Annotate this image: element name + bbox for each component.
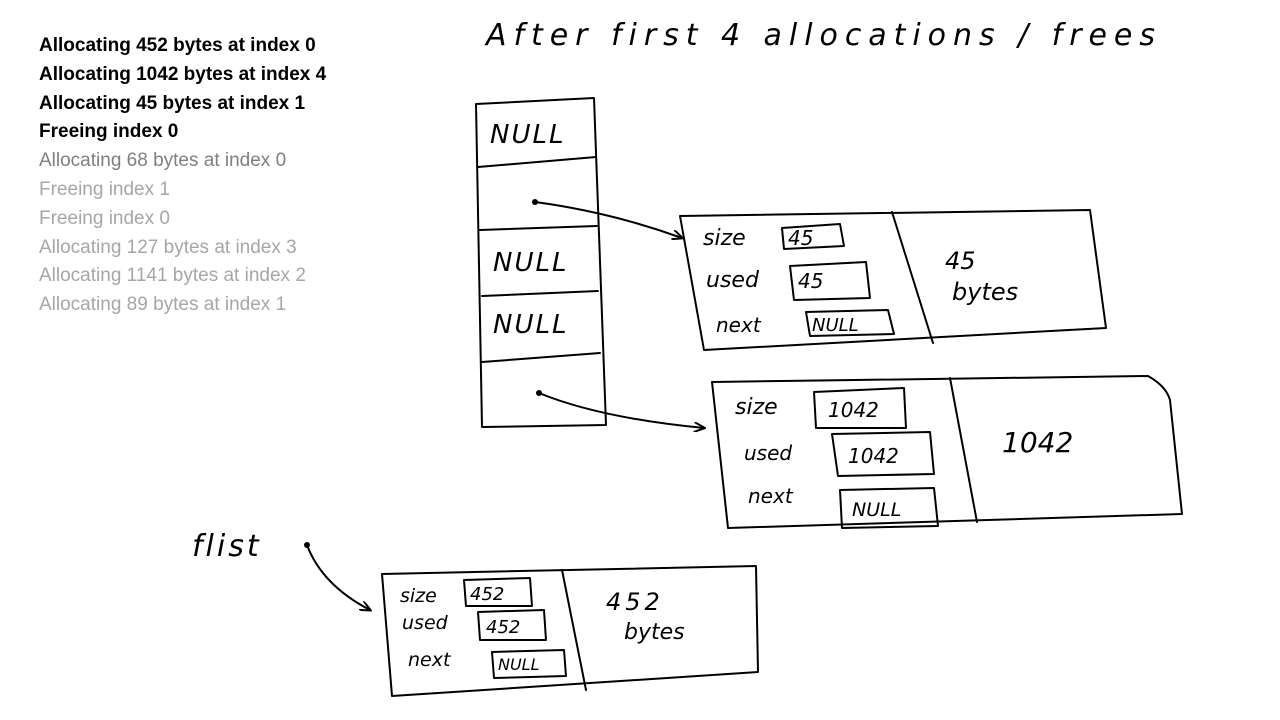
payload-size: 45 bbox=[945, 247, 976, 275]
operation-item: Freeing index 1 bbox=[39, 178, 170, 200]
flist-label: flist bbox=[192, 529, 262, 564]
next-value: NULL bbox=[498, 655, 540, 674]
operation-item: Allocating 68 bytes at index 0 bbox=[39, 150, 287, 172]
memory-block-45: size 45 used 45 next NULL 45 bytes bbox=[679, 209, 1107, 351]
next-label: next bbox=[408, 649, 452, 671]
operation-item: Allocating 1141 bytes at index 2 bbox=[39, 265, 306, 287]
memory-block-452: size 452 used 452 next NULL 452 bytes bbox=[381, 565, 759, 697]
used-value: 45 bbox=[798, 269, 823, 293]
operation-item: Allocating 45 bytes at index 1 bbox=[39, 92, 306, 114]
operation-item: Allocating 89 bytes at index 1 bbox=[39, 294, 287, 316]
array-cell-3: NULL bbox=[493, 310, 568, 340]
pointer-array: NULL NULL NULL bbox=[475, 97, 607, 428]
payload-size: 452 bbox=[606, 588, 664, 616]
payload-unit: bytes bbox=[624, 620, 685, 645]
operation-item: Allocating 127 bytes at index 3 bbox=[39, 236, 297, 258]
operation-item: Allocating 1042 bytes at index 4 bbox=[39, 63, 327, 85]
size-value: 1042 bbox=[828, 398, 879, 422]
payload-size: 1042 bbox=[1002, 426, 1073, 459]
diagram-title: After first 4 allocations / frees bbox=[484, 18, 1158, 53]
next-value: NULL bbox=[812, 315, 859, 336]
used-label: used bbox=[402, 612, 449, 634]
array-cell-0: NULL bbox=[490, 120, 565, 150]
used-value: 1042 bbox=[848, 444, 899, 468]
used-label: used bbox=[744, 441, 792, 465]
size-label: size bbox=[735, 395, 778, 420]
next-label: next bbox=[748, 484, 794, 508]
used-label: used bbox=[706, 268, 760, 293]
memory-block-1042: size 1042 used 1042 next NULL 1042 bbox=[711, 375, 1183, 529]
payload-unit: bytes bbox=[952, 278, 1018, 306]
size-label: size bbox=[703, 226, 746, 251]
pointer-arrow-index-1 bbox=[534, 201, 682, 238]
array-cell-2: NULL bbox=[493, 248, 568, 278]
size-value: 452 bbox=[470, 584, 504, 605]
pointer-arrow-index-4 bbox=[538, 392, 704, 428]
operation-item: Freeing index 0 bbox=[39, 121, 179, 143]
operation-item: Freeing index 0 bbox=[39, 207, 170, 229]
used-value: 452 bbox=[486, 617, 520, 638]
operation-list: Allocating 452 bytes at index 0 Allocati… bbox=[39, 32, 326, 320]
flist-arrow bbox=[306, 544, 370, 610]
next-value: NULL bbox=[852, 499, 901, 521]
size-value: 45 bbox=[788, 226, 813, 250]
operation-item: Allocating 452 bytes at index 0 bbox=[39, 35, 316, 56]
size-label: size bbox=[400, 585, 437, 607]
next-label: next bbox=[716, 313, 762, 337]
